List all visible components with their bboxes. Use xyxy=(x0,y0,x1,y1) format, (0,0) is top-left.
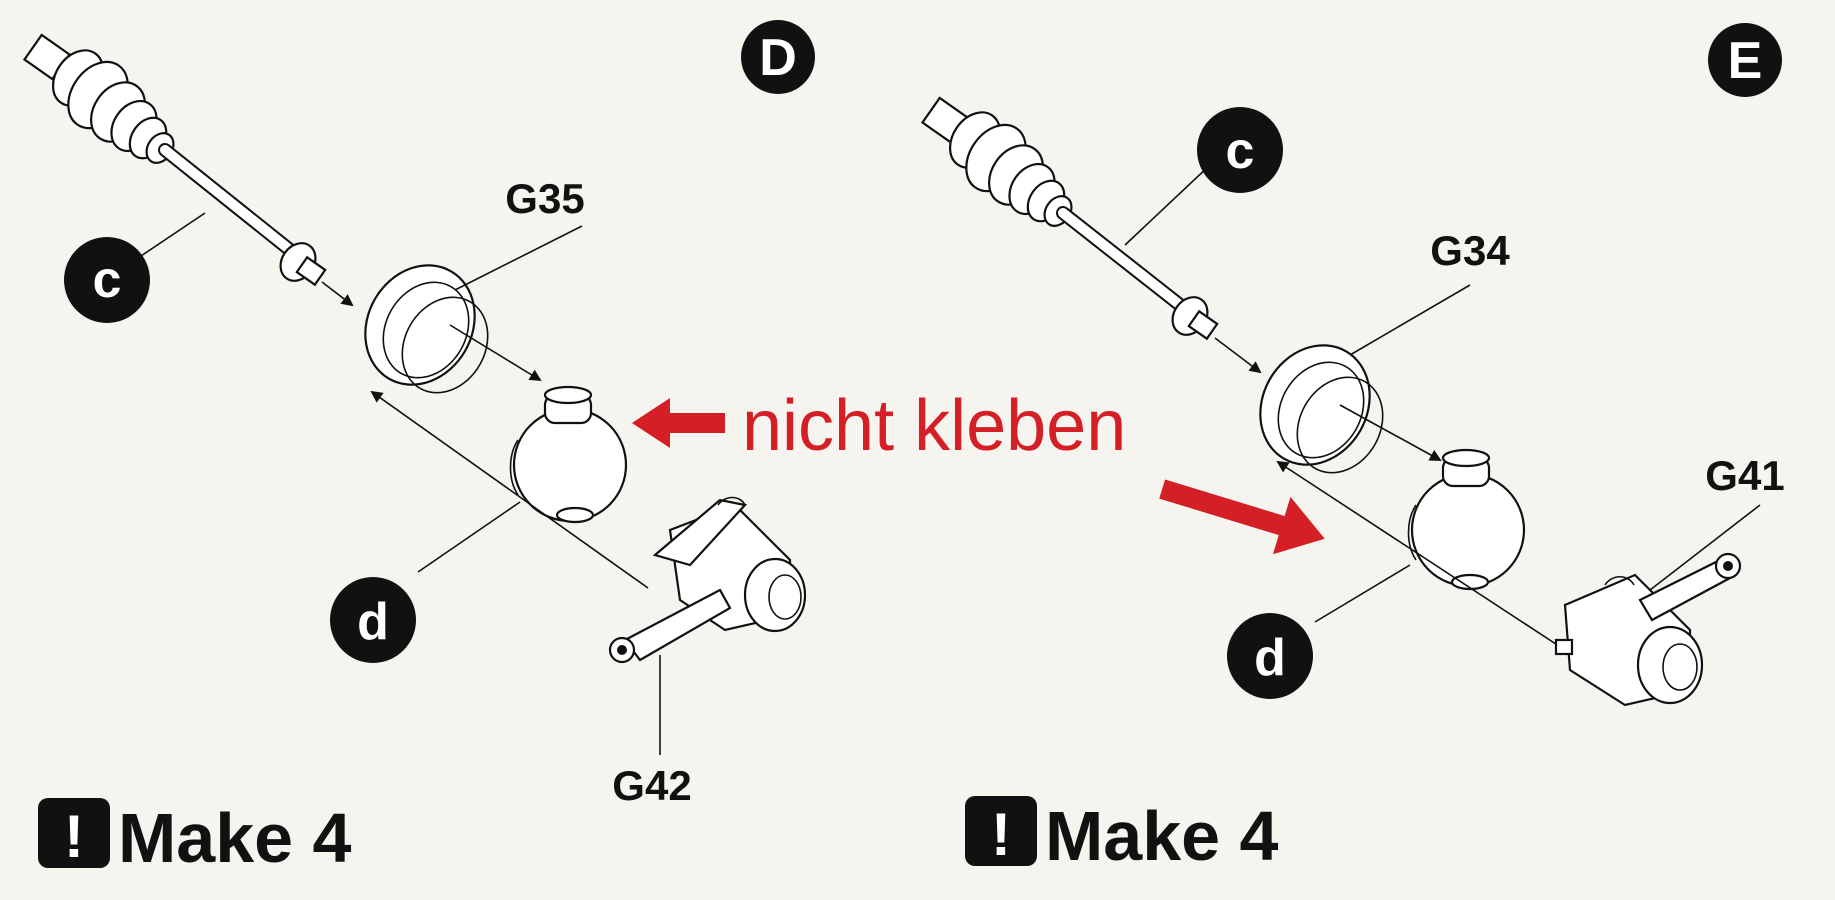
step-d-shaft-label: c xyxy=(93,251,122,309)
red-arrow-left-icon xyxy=(632,398,725,448)
step-d-hub-label: d xyxy=(357,593,389,651)
step-e-instruction: ! Make 4 xyxy=(965,796,1279,875)
annotation-text: nicht kleben xyxy=(742,386,1126,466)
step-d-arm-arrow xyxy=(370,390,649,589)
step-e-warning-box xyxy=(965,796,1037,866)
step-d-arm-part xyxy=(608,496,807,664)
step-e-ring-leader xyxy=(1349,284,1471,356)
step-d-hub-callout: d xyxy=(330,577,416,663)
step-e-drive-shaft xyxy=(920,96,1219,341)
step-e-shaft-label: c xyxy=(1226,122,1255,180)
step-d-ring-part xyxy=(364,264,489,394)
step-d-shaft-arrow xyxy=(321,281,354,307)
step-d-ring-label: G35 xyxy=(505,175,584,222)
step-d-instruction: ! Make 4 xyxy=(38,798,352,877)
step-e-arm-arrow xyxy=(1276,460,1566,651)
step-e-arm-label: G41 xyxy=(1705,452,1784,499)
step-e-shaft-leader xyxy=(1124,164,1211,246)
step-d-shaft-callout: c xyxy=(64,237,150,323)
step-d-warning-box xyxy=(38,798,110,868)
step-d-ring-leader xyxy=(454,225,583,291)
step-e-ring-label: G34 xyxy=(1430,227,1510,274)
step-d-badge: D xyxy=(741,20,815,94)
step-d-arm-label: G42 xyxy=(612,762,691,809)
exclamation-icon: ! xyxy=(991,801,1011,868)
red-arrow-right-icon xyxy=(1159,479,1325,555)
step-e-ring-part xyxy=(1259,344,1384,474)
step-d-drive-shaft xyxy=(22,33,327,287)
step-e-shaft-callout: c xyxy=(1197,107,1283,193)
step-e-panel: E c G34 xyxy=(920,23,1785,875)
glue-annotation: nicht kleben xyxy=(632,386,1325,555)
step-d-shaft-leader xyxy=(134,212,206,261)
step-d-make-text: Make 4 xyxy=(118,799,352,877)
step-e-badge-text: E xyxy=(1728,32,1763,90)
step-e-make-text: Make 4 xyxy=(1045,797,1279,875)
exclamation-icon: ! xyxy=(64,803,84,870)
step-d-hub-leader xyxy=(417,501,521,573)
step-d-ring-arrow xyxy=(449,324,542,382)
step-e-ring-arrow xyxy=(1339,404,1442,461)
step-e-shaft-arrow xyxy=(1214,337,1262,374)
step-e-hub-callout: d xyxy=(1227,613,1313,699)
step-d-hub-part xyxy=(509,385,628,524)
step-e-arm-leader xyxy=(1649,504,1761,591)
step-e-hub-part xyxy=(1407,448,1526,591)
step-d-badge-text: D xyxy=(759,29,797,87)
step-d-panel: D c xyxy=(22,20,815,877)
step-e-hub-leader xyxy=(1314,564,1411,623)
step-e-badge: E xyxy=(1708,23,1782,97)
step-e-arm-part xyxy=(1554,552,1742,707)
step-e-hub-label: d xyxy=(1254,629,1286,687)
